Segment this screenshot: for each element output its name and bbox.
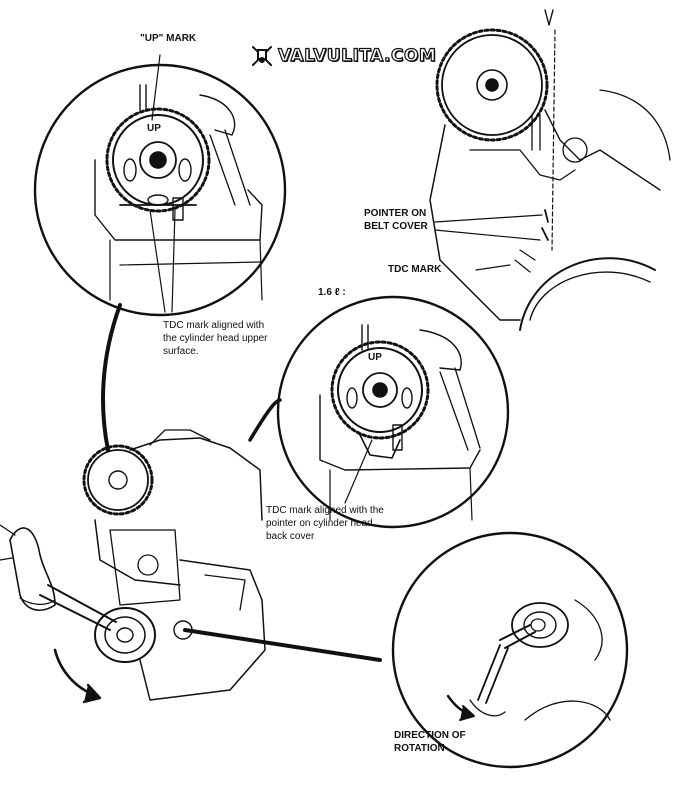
- label-pointer-line2: BELT COVER: [364, 221, 428, 232]
- watermark: VALVULITA.COM: [250, 44, 436, 68]
- leader-up-mark: [151, 54, 161, 121]
- detail-circle-cam-upper: [33, 63, 287, 317]
- leader-tdc-upper: [149, 209, 176, 313]
- label-pointer-line1: POINTER ON: [364, 208, 427, 219]
- label-tdc-upper-2: the cylinder head upper: [163, 333, 268, 344]
- piston-crossed-icon: [252, 46, 272, 66]
- main-engine: [0, 429, 266, 704]
- leader-pointer: [434, 214, 543, 241]
- label-direction-2: ROTATION: [394, 743, 445, 754]
- label-tdc-pointer-2: pointer on cylinder head: [266, 518, 373, 529]
- pulley-up-text-2: UP: [368, 352, 382, 363]
- label-engine-size: 1.6 ℓ :: [318, 287, 346, 298]
- detail-circle-cam-pointer: [276, 295, 510, 529]
- label-tdc-pointer-1: TDC mark aligned with the: [266, 505, 384, 516]
- label-up-mark: "UP" MARK: [140, 33, 197, 44]
- label-tdc-mark: TDC MARK: [388, 264, 442, 275]
- leader-tdc-pointer: [344, 439, 373, 504]
- engine-side-view: [429, 9, 671, 331]
- connector-middle: [248, 398, 282, 442]
- connector-lower: [183, 628, 382, 662]
- leader-tdc-mark: [475, 264, 511, 271]
- connector-upper: [101, 303, 122, 452]
- label-tdc-upper-1: TDC mark aligned with: [163, 320, 265, 331]
- detail-circle-rotation: [391, 531, 629, 769]
- label-tdc-pointer-3: back cover: [266, 531, 315, 542]
- label-tdc-upper-3: surface.: [163, 346, 199, 357]
- label-direction-1: DIRECTION OF: [394, 730, 466, 741]
- watermark-text: VALVULITA.COM: [277, 45, 437, 66]
- pulley-up-text: UP: [147, 123, 161, 134]
